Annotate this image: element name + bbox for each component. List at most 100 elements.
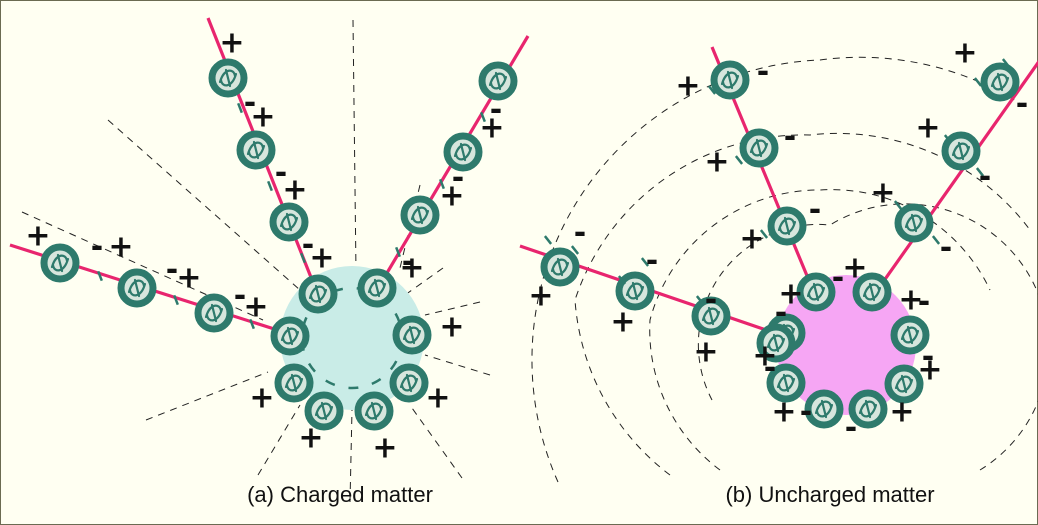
knot-ring-icon — [862, 282, 882, 302]
minus-sign: - — [302, 228, 314, 263]
knot-ring-icon — [410, 205, 430, 225]
plus-sign: + — [282, 173, 307, 208]
knot-stroke — [777, 377, 796, 392]
charge-tick — [617, 275, 627, 285]
chain-unit — [400, 195, 440, 235]
knot-stroke — [494, 71, 502, 91]
field-line — [352, 19, 357, 273]
knot-stroke — [252, 140, 260, 160]
plus-sign: + — [771, 395, 796, 430]
knot-ring-icon — [806, 282, 826, 302]
charge-tick — [173, 294, 179, 306]
knot-stroke — [281, 330, 300, 345]
knot-stroke — [772, 333, 780, 353]
plus-sign: + — [917, 353, 942, 388]
panel-charged-matter: +-+-+-+-+-+-++-+-+-++++++ — [9, 17, 530, 503]
field-arc — [531, 56, 1031, 483]
knot-stroke — [247, 144, 266, 159]
knot-ring-icon — [488, 71, 508, 91]
knot-stroke — [782, 373, 790, 393]
knot-stroke — [368, 282, 387, 297]
field-arc — [574, 132, 1031, 476]
knot-stroke — [905, 217, 924, 232]
core-unit — [766, 363, 806, 403]
core-unit — [848, 389, 888, 429]
knot-ring-icon — [402, 325, 422, 345]
knot-stroke — [219, 72, 238, 87]
plus-sign: + — [704, 145, 729, 180]
minus-sign: - — [452, 161, 464, 196]
minus-sign: - — [275, 156, 287, 191]
charge-tick — [97, 270, 103, 282]
chain-unit — [796, 272, 836, 312]
plus-sign: + — [675, 69, 700, 104]
knot-stroke — [309, 288, 328, 303]
knot-stroke — [314, 284, 322, 304]
knot-ring-icon — [776, 373, 796, 393]
chain-unit — [194, 293, 234, 333]
plus-sign: + — [309, 241, 334, 276]
plus-sign: + — [889, 395, 914, 430]
knot-stroke — [996, 72, 1004, 92]
knot-ring-icon — [218, 68, 238, 88]
minus-sign: - — [918, 285, 930, 320]
knot-stroke — [459, 142, 467, 162]
plus-sign: + — [176, 261, 201, 296]
plus-sign: + — [249, 381, 274, 416]
plus-sign: + — [528, 279, 553, 314]
chain-unit — [357, 268, 397, 308]
chain-unit — [739, 128, 779, 168]
chain-unit — [540, 247, 580, 287]
charge-tick — [395, 246, 401, 258]
charge-tick — [237, 102, 243, 114]
chain-unit — [208, 58, 248, 98]
knot-ring-icon — [550, 257, 570, 277]
charge-tick — [570, 245, 580, 255]
knot-stroke — [991, 76, 1010, 91]
charge-tick — [973, 77, 983, 87]
charge-tick — [765, 135, 775, 145]
charge-tick — [267, 180, 273, 192]
knot-ring-icon — [50, 253, 70, 273]
chain-unit — [852, 272, 892, 312]
knot-stroke — [812, 282, 820, 302]
minus-sign: - — [91, 230, 103, 265]
knot-stroke — [864, 399, 872, 419]
chain-unit — [269, 202, 309, 242]
charge-tick — [893, 200, 903, 210]
knot-stroke — [807, 286, 826, 301]
core-unit — [274, 363, 314, 403]
charge-tick — [480, 111, 486, 123]
knot-stroke — [133, 278, 141, 298]
knot-ring-icon — [701, 306, 721, 326]
knot-stroke — [405, 373, 413, 393]
knot-stroke — [403, 329, 422, 344]
knot-ring-icon — [367, 278, 387, 298]
minus-sign: - — [784, 120, 796, 155]
charge-tick — [249, 318, 255, 330]
plus-sign: + — [439, 179, 464, 214]
knot-stroke — [859, 403, 878, 418]
charge-tick — [707, 85, 717, 95]
chain-unit — [443, 132, 483, 172]
core-unit — [389, 363, 429, 403]
caption-uncharged-matter: (b) Uncharged matter — [725, 482, 935, 507]
knot-stroke — [416, 205, 424, 225]
minus-sign: - — [775, 296, 787, 331]
charge-tick — [931, 235, 941, 245]
plus-sign: + — [479, 111, 504, 146]
minus-sign: - — [764, 351, 776, 386]
core-unit — [756, 323, 796, 363]
knot-ring-icon — [720, 70, 740, 90]
minus-sign: - — [490, 93, 502, 128]
plus-sign: + — [250, 100, 275, 135]
knot-stroke — [631, 281, 639, 301]
knot-stroke — [906, 325, 914, 345]
knot-stroke — [957, 141, 965, 161]
knot-ring-icon — [127, 278, 147, 298]
minus-sign: - — [244, 86, 256, 121]
knot-stroke — [51, 257, 70, 272]
knot-stroke — [373, 278, 381, 298]
charge-tick — [439, 178, 445, 190]
